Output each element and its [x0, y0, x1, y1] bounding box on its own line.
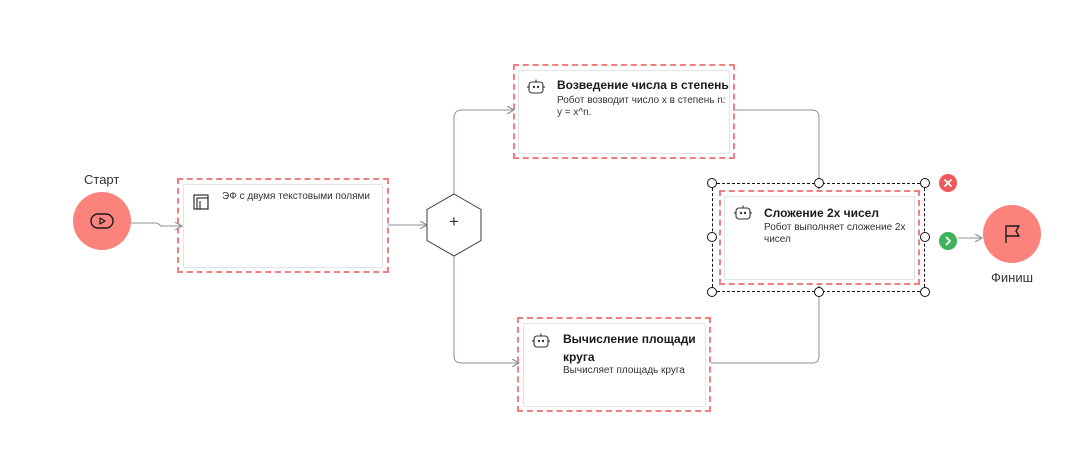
circle-area-node-title-line1: Вычисление площади — [563, 332, 696, 346]
robot-icon — [734, 205, 752, 220]
gateway-plus-icon[interactable]: + — [449, 212, 459, 231]
flag-icon — [1005, 225, 1020, 243]
resize-handle-bottom[interactable] — [814, 287, 824, 297]
sum-node-outline — [719, 190, 920, 285]
gateway-hexagon — [426, 193, 482, 257]
finish-label: Финиш — [991, 270, 1034, 285]
form-node[interactable]: ЭФ с двумя текстовыми полями — [183, 184, 383, 268]
power-node-title: Возведение числа в степень — [557, 78, 729, 92]
power-node-outline — [513, 64, 735, 159]
chevron-right-icon — [945, 236, 951, 246]
start-label: Старт — [84, 172, 120, 187]
circle-area-node-desc: Вычисляет площадь круга — [563, 365, 685, 376]
selection-frame — [712, 183, 925, 292]
start-node[interactable] — [73, 192, 131, 250]
edge-power-to-sum — [733, 109, 819, 189]
edge-gateway-to-power — [453, 110, 514, 194]
sum-node-desc-line2: чисел — [764, 234, 791, 245]
resize-handle-top-right[interactable] — [920, 178, 930, 188]
robot-icon — [532, 333, 550, 348]
power-node[interactable]: Возведение числа в степень Робот возводи… — [518, 70, 730, 154]
edge-gateway-to-circle-area — [453, 256, 519, 363]
form-node-title: ЭФ с двумя текстовыми полями — [222, 191, 370, 202]
resize-handle-left[interactable] — [707, 232, 717, 242]
sum-node-desc-line1: Робот выполняет сложение 2х — [764, 222, 906, 233]
resize-handle-right[interactable] — [920, 232, 930, 242]
form-icon — [193, 194, 209, 210]
circle-area-node-outline — [517, 317, 711, 412]
sum-node-title: Сложение 2х чисел — [764, 206, 879, 220]
robot-icon — [527, 79, 545, 94]
resize-handle-bottom-left[interactable] — [707, 287, 717, 297]
finish-node[interactable] — [983, 205, 1041, 263]
edge-start-to-form — [131, 223, 182, 226]
circle-area-node-title-line2: круга — [563, 350, 595, 364]
power-node-desc-line2: y = x^n. — [557, 107, 592, 118]
resize-handle-top[interactable] — [814, 178, 824, 188]
delete-node-button[interactable] — [939, 174, 957, 192]
resize-handle-bottom-right[interactable] — [920, 287, 930, 297]
add-next-node-button[interactable] — [939, 232, 957, 250]
sum-node[interactable]: Сложение 2х чисел Робот выполняет сложен… — [724, 196, 915, 280]
form-node-outline — [177, 178, 389, 273]
resize-handle-top-left[interactable] — [707, 178, 717, 188]
circle-area-node[interactable]: Вычисление площади круга Вычисляет площа… — [523, 323, 706, 407]
edge-circle-area-to-sum — [711, 286, 819, 364]
play-icon — [90, 213, 114, 229]
power-node-desc-line1: Робот возводит число x в степень n: — [557, 95, 726, 106]
close-icon — [944, 179, 952, 187]
